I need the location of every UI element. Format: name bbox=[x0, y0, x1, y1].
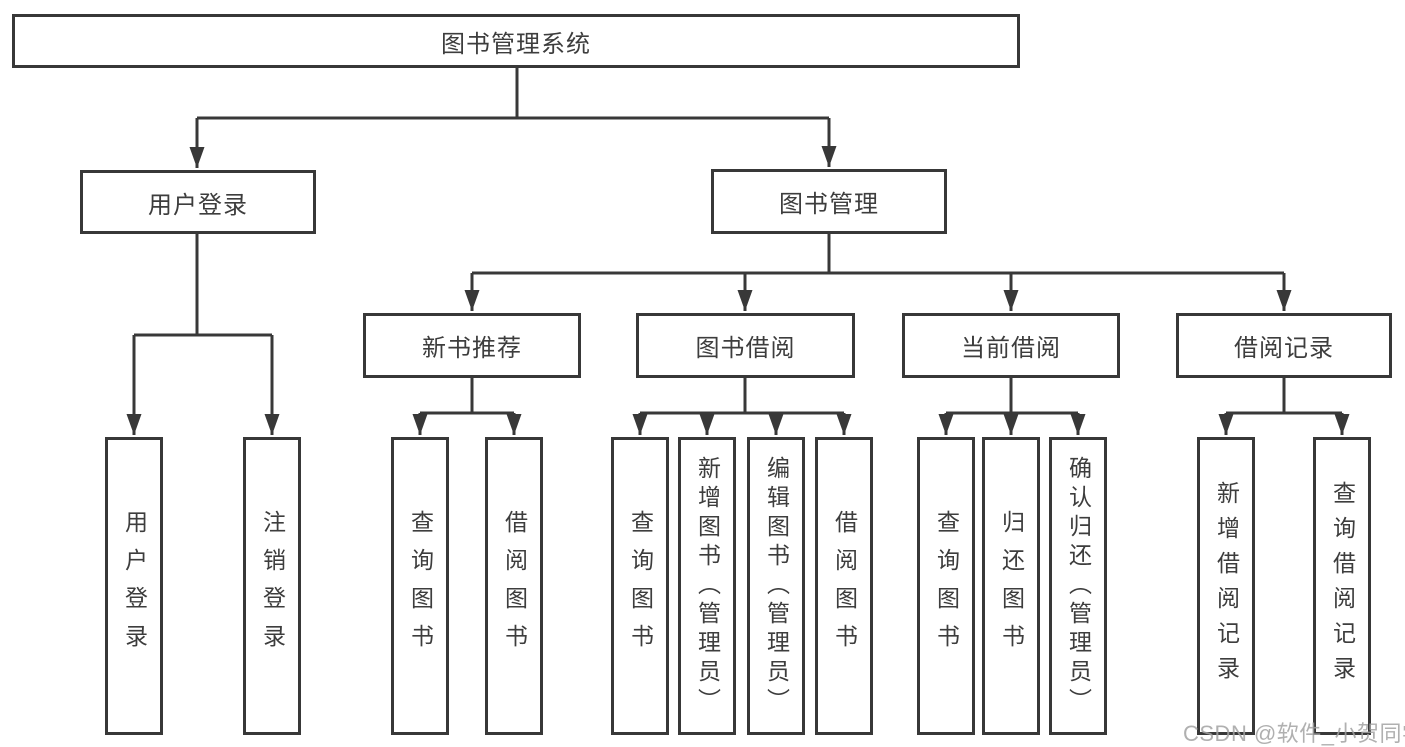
leaf-borrow-books: 借阅图书 bbox=[815, 437, 873, 735]
leaf-edit-books-admin: 编辑图书（管理员） bbox=[747, 437, 805, 735]
leaf-add-borrow-record: 新增借阅记录 bbox=[1197, 437, 1255, 735]
leaf-logout-label: 注销登录 bbox=[259, 510, 286, 662]
node-root-label: 图书管理系统 bbox=[441, 30, 591, 58]
leaf-borrow-books-label: 借阅图书 bbox=[831, 510, 858, 662]
connector-borrow-record-children bbox=[1218, 378, 1350, 435]
node-current-borrow: 当前借阅 bbox=[902, 313, 1120, 378]
leaf-add-borrow-record-label: 新增借阅记录 bbox=[1213, 481, 1240, 691]
leaf-query-books-recommend-label: 查询图书 bbox=[407, 510, 434, 662]
node-user-login: 用户登录 bbox=[80, 170, 316, 234]
leaf-add-books-admin: 新增图书（管理员） bbox=[678, 437, 736, 735]
leaf-query-borrow-record: 查询借阅记录 bbox=[1313, 437, 1371, 735]
node-borrow-record: 借阅记录 bbox=[1176, 313, 1392, 378]
connector-user-login-children bbox=[126, 234, 280, 435]
node-root-library-system: 图书管理系统 bbox=[12, 14, 1020, 68]
leaf-borrow-books-recommend: 借阅图书 bbox=[485, 437, 543, 735]
leaf-user-login: 用户登录 bbox=[105, 437, 163, 735]
leaf-return-books-label: 归还图书 bbox=[998, 510, 1025, 662]
node-new-book-recommend: 新书推荐 bbox=[363, 313, 581, 378]
leaf-return-books: 归还图书 bbox=[982, 437, 1040, 735]
node-borrow-record-label: 借阅记录 bbox=[1234, 335, 1334, 362]
node-book-borrow: 图书借阅 bbox=[636, 313, 855, 378]
csdn-watermark: CSDN @软件_小贺同学 bbox=[1183, 721, 1405, 746]
node-current-borrow-label: 当前借阅 bbox=[961, 335, 1061, 362]
leaf-query-books-current: 查询图书 bbox=[917, 437, 975, 735]
connector-book-management-children bbox=[464, 234, 1292, 311]
leaf-confirm-return-admin-label: 确认归还（管理员） bbox=[1065, 455, 1092, 717]
leaf-query-books-recommend: 查询图书 bbox=[391, 437, 449, 735]
leaf-query-books-current-label: 查询图书 bbox=[933, 510, 960, 662]
leaf-query-borrow-record-label: 查询借阅记录 bbox=[1329, 481, 1356, 691]
leaf-user-login-label: 用户登录 bbox=[121, 510, 148, 662]
leaf-borrow-books-recommend-label: 借阅图书 bbox=[501, 510, 528, 662]
leaf-logout: 注销登录 bbox=[243, 437, 301, 735]
leaf-edit-books-admin-label: 编辑图书（管理员） bbox=[763, 455, 790, 717]
leaf-query-books-borrow: 查询图书 bbox=[611, 437, 669, 735]
node-user-login-label: 用户登录 bbox=[148, 191, 248, 219]
connector-root-to-level2 bbox=[189, 68, 837, 168]
node-new-book-recommend-label: 新书推荐 bbox=[422, 335, 522, 362]
connector-book-borrow-children bbox=[632, 378, 852, 435]
node-book-borrow-label: 图书借阅 bbox=[695, 335, 796, 362]
connector-current-borrow-children bbox=[938, 378, 1086, 435]
leaf-add-books-admin-label: 新增图书（管理员） bbox=[694, 455, 721, 717]
connector-new-book-children bbox=[412, 378, 522, 435]
node-book-management: 图书管理 bbox=[711, 169, 947, 234]
leaf-query-books-borrow-label: 查询图书 bbox=[627, 510, 654, 662]
node-book-management-label: 图书管理 bbox=[779, 191, 879, 218]
leaf-confirm-return-admin: 确认归还（管理员） bbox=[1049, 437, 1107, 735]
